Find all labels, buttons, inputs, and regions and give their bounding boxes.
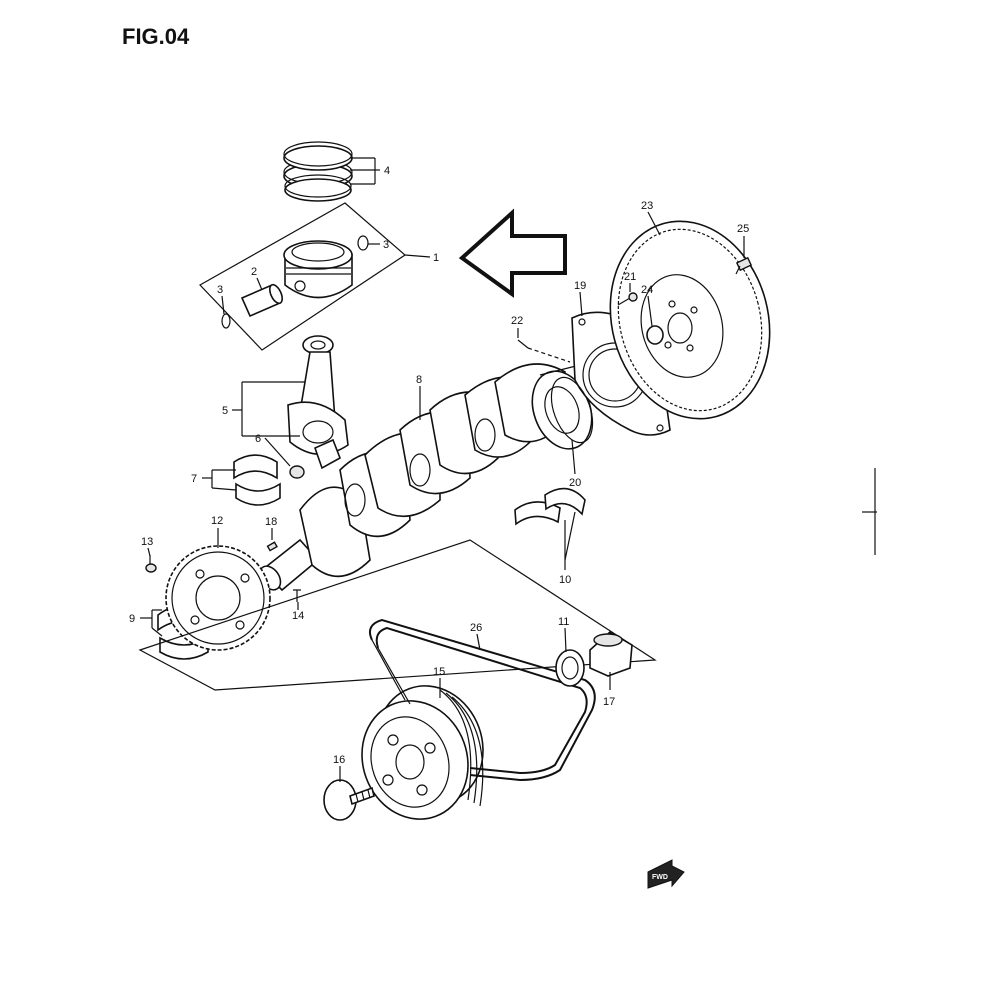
- front-marker-label: FWD: [652, 874, 668, 881]
- front-oil-seal: [555, 649, 585, 687]
- callout-25: 25: [737, 223, 749, 235]
- leader-lines: [140, 157, 745, 782]
- rod-nut: [289, 465, 305, 479]
- main-bearing-lower: [514, 487, 586, 526]
- crankshaft: [258, 363, 593, 592]
- piston-pin: [240, 283, 283, 318]
- callout-4: 4: [384, 165, 390, 177]
- piston-rings: [283, 141, 353, 202]
- drive-belt: [369, 618, 596, 782]
- dowel-pin: [293, 589, 301, 602]
- callout-19: 19: [574, 280, 586, 292]
- callout-3-left: 3: [217, 284, 223, 296]
- circlip-left: [221, 313, 231, 329]
- sensor-bolt: [145, 555, 157, 573]
- callout-14: 14: [292, 610, 304, 622]
- crank-key: [266, 541, 278, 552]
- margin-marker: [862, 468, 877, 555]
- callout-7: 7: [191, 473, 197, 485]
- locating-pin: [517, 339, 529, 349]
- piston: [283, 240, 353, 299]
- callout-24: 24: [641, 284, 653, 296]
- callout-17: 17: [603, 696, 615, 708]
- callout-3-right: 3: [383, 239, 389, 251]
- callout-labels: 4 1 3 2 3 5 6 7 8 9 10 11 12 13 14 15 16…: [129, 165, 749, 766]
- callout-6: 6: [255, 433, 261, 445]
- callout-11: 11: [558, 616, 569, 628]
- conrod-bearing: [233, 454, 281, 506]
- sensor-rotor: [165, 545, 271, 651]
- callout-5: 5: [222, 405, 228, 417]
- callout-21: 21: [624, 271, 636, 283]
- callout-26: 26: [470, 622, 482, 634]
- figure-title: FIG.04: [122, 24, 190, 49]
- callout-18: 18: [265, 516, 277, 528]
- timing-sprocket: [589, 631, 633, 677]
- flywheel: [609, 220, 771, 420]
- crank-pulley: [361, 685, 484, 820]
- callout-20: 20: [569, 477, 581, 489]
- pilot-bearing: [646, 325, 664, 345]
- callout-23: 23: [641, 200, 653, 212]
- pulley-bolt: [323, 779, 375, 821]
- callout-13: 13: [141, 536, 153, 548]
- callout-10: 10: [559, 574, 571, 586]
- callout-15: 15: [433, 666, 445, 678]
- callout-1: 1: [433, 252, 439, 264]
- callout-8: 8: [416, 374, 422, 386]
- circlip-right: [357, 235, 369, 251]
- callout-16: 16: [333, 754, 345, 766]
- flywheel-bolt: [617, 292, 638, 306]
- rear-seal: [550, 376, 594, 444]
- callout-12: 12: [211, 515, 223, 527]
- callout-9: 9: [129, 613, 135, 625]
- callout-22: 22: [511, 315, 523, 327]
- callout-2: 2: [251, 266, 257, 278]
- bearing-kit-box: [138, 539, 657, 691]
- flywheel-bolt-upper: [735, 256, 753, 275]
- front-direction-marker: FWD: [647, 859, 685, 889]
- connecting-rod: [287, 335, 349, 470]
- pointer-arrow: [458, 208, 567, 298]
